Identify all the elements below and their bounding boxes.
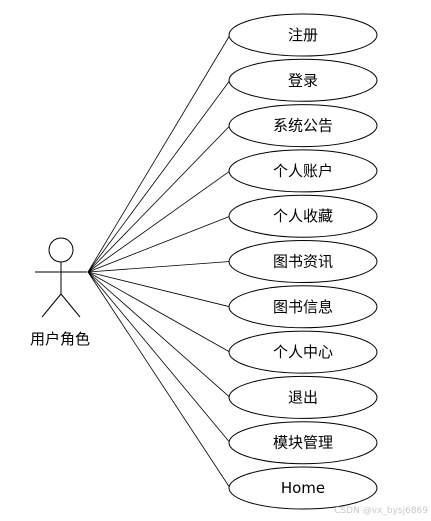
use-case-ellipse xyxy=(228,149,378,193)
actor-left-leg xyxy=(41,293,62,318)
association-lines xyxy=(87,34,231,489)
use-case-label: 模块管理 xyxy=(273,434,333,452)
use-case: 图书资讯 xyxy=(228,240,378,283)
use-case: 登录 xyxy=(228,58,378,102)
association-line xyxy=(87,34,231,273)
use-case: 模块管理 xyxy=(228,421,378,465)
association-line xyxy=(87,80,231,273)
use-case-ellipse xyxy=(228,194,378,238)
actor: 用户角色 xyxy=(30,237,90,348)
use-case: 个人账户 xyxy=(228,149,378,193)
use-case-label: Home xyxy=(281,479,325,497)
use-case-label: 个人账户 xyxy=(273,162,333,180)
actor-label: 用户角色 xyxy=(30,330,90,348)
use-case: 图书信息 xyxy=(228,285,378,329)
use-case: 系统公告 xyxy=(228,104,378,148)
use-case-ellipse xyxy=(228,375,378,419)
association-line xyxy=(87,261,231,273)
use-case: 个人中心 xyxy=(228,330,378,374)
use-case: 退出 xyxy=(228,375,378,419)
actor-right-leg xyxy=(60,293,81,318)
use-case-label: 登录 xyxy=(288,71,318,89)
use-case-ellipse xyxy=(228,285,378,329)
association-line xyxy=(87,125,231,273)
use-case-label: 图书信息 xyxy=(273,298,333,316)
use-case: 注册 xyxy=(228,13,378,57)
actor-head xyxy=(48,237,74,263)
association-line xyxy=(87,271,231,353)
use-case-label: 个人收藏 xyxy=(273,207,333,225)
use-case-label: 个人中心 xyxy=(273,343,333,361)
use-case-ellipse xyxy=(228,104,378,148)
association-line xyxy=(87,271,231,489)
use-case-ellipse xyxy=(228,58,378,102)
association-line xyxy=(87,215,231,273)
use-case-label: 退出 xyxy=(288,388,318,406)
use-case-ellipse xyxy=(228,421,378,465)
association-line xyxy=(87,170,231,273)
use-case-label: 系统公告 xyxy=(273,117,333,135)
use-case: Home xyxy=(228,466,378,510)
use-case: 个人收藏 xyxy=(228,194,378,238)
use-case-ellipse xyxy=(228,330,378,374)
association-line xyxy=(87,271,231,443)
use-case-ellipse xyxy=(228,466,378,510)
use-case-ellipse xyxy=(228,240,378,283)
use-case-label: 图书资讯 xyxy=(273,253,333,271)
watermark: CSDN @vx_bysj6869 xyxy=(334,506,428,516)
association-line xyxy=(87,271,231,308)
use-case-ellipse xyxy=(228,13,378,57)
use-case-label: 注册 xyxy=(288,26,318,44)
association-line xyxy=(87,271,231,398)
